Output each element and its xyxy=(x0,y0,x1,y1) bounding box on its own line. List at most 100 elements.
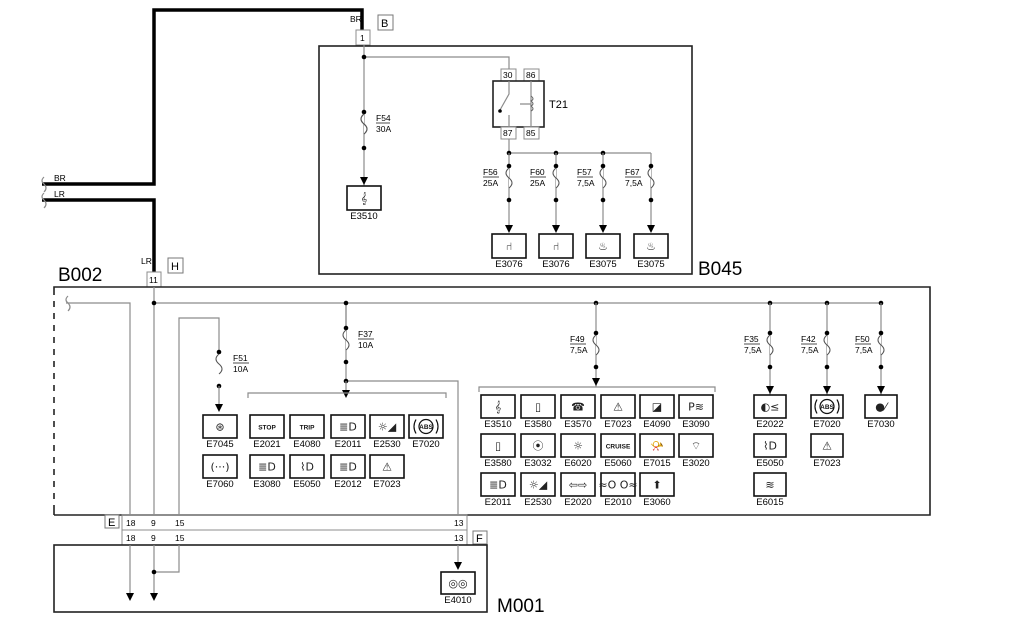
connector-strip xyxy=(121,514,468,531)
consumer-code: E2011 xyxy=(485,497,512,508)
consumer-e3075[interactable]: ♨E3075 xyxy=(633,233,669,270)
pin-85: 85 xyxy=(526,128,536,138)
fuse-rating: 7,5A xyxy=(801,345,819,355)
consumer-e2530[interactable]: ☼◢E2530 xyxy=(520,472,556,508)
pin-number: 13 xyxy=(454,518,464,528)
pin-box xyxy=(523,126,540,140)
consumer-e2010[interactable]: ≈O O≈E2010 xyxy=(598,472,638,508)
consumer-e2022[interactable]: ◐≤E2022 xyxy=(753,394,787,430)
consumer-box xyxy=(408,414,444,439)
headlight-low-beam-icon: ≣D xyxy=(339,461,357,474)
consumer-e6015[interactable]: ≋E6015 xyxy=(753,472,787,508)
consumer-e3580[interactable]: ▯E3580 xyxy=(480,433,516,469)
consumer-box xyxy=(600,472,636,497)
consumer-e7023[interactable]: ⚠E7023 xyxy=(810,433,844,469)
consumer-e6020[interactable]: ☼E6020 xyxy=(560,433,596,469)
seat-adjust-icon: ⑁ xyxy=(506,240,513,253)
consumer-e3090[interactable]: P≋E3090 xyxy=(678,394,714,430)
consumer-e4090[interactable]: ◪ E4090 xyxy=(639,394,675,430)
fuse-id: F37 xyxy=(358,329,373,339)
consumer-e7045[interactable]: ⊛E7045 xyxy=(202,414,238,450)
consumer-e7023[interactable]: ⚠E7023 xyxy=(600,394,636,430)
consumer-code: E5060 xyxy=(604,458,631,469)
consumer-e7060[interactable]: (···)E7060 xyxy=(202,454,238,490)
fuse-symbol xyxy=(552,167,560,189)
consumer-e3510[interactable]: 𝄞E3510 xyxy=(480,394,516,430)
sunroof-icon: ⬆ xyxy=(652,479,661,492)
consumer-e4010[interactable]: ◎◎E4010 xyxy=(440,571,476,606)
consumer-box xyxy=(480,394,516,419)
fuse-rating: 7,5A xyxy=(744,345,762,355)
pin-87: 87 xyxy=(503,128,513,138)
consumer-e7015[interactable]: 📯E7015 xyxy=(639,433,675,469)
junction xyxy=(824,364,830,370)
fuse-id: F56 xyxy=(483,167,498,177)
consumer-e3060[interactable]: ⬆E3060 xyxy=(639,472,675,508)
stability-control-icon: ⚠ xyxy=(613,401,623,414)
fuse-rating: 10A xyxy=(233,364,248,374)
consumer-e7023[interactable]: ⚠E7023 xyxy=(369,454,405,490)
consumer-e3510[interactable]: 𝄞E3510 xyxy=(346,185,382,222)
consumer-code: E5050 xyxy=(756,458,783,469)
consumer-code: E6020 xyxy=(564,458,591,469)
consumer-box xyxy=(864,394,898,419)
pin-number: 18 xyxy=(126,533,136,543)
consumer-box xyxy=(753,472,787,497)
group-bracket xyxy=(247,392,447,398)
consumer-code: E4090 xyxy=(643,419,670,430)
navigation-display-icon: ◪ xyxy=(652,401,662,414)
connector-e[interactable]: E 18 9 15 13 xyxy=(104,514,468,531)
seatbelt-warning-icon: ●⁄ xyxy=(875,401,889,414)
consumer-box xyxy=(753,433,787,458)
arrow-icon xyxy=(150,593,158,601)
consumer-e3032[interactable]: ⦿E3032 xyxy=(520,433,556,469)
consumer-e2020[interactable]: ⇦⇨E2020 xyxy=(560,472,596,508)
consumer-e3020[interactable]: ⌔E3020 xyxy=(678,433,714,469)
consumer-code: E7045 xyxy=(206,439,233,450)
consumer-e3580[interactable]: ▯E3580 xyxy=(520,394,556,430)
consumer-e2530[interactable]: ☼◢E2530 xyxy=(369,414,405,450)
connector-tag xyxy=(472,530,488,545)
consumer-code: E3076 xyxy=(542,259,569,270)
consumer-e7030[interactable]: ●⁄E7030 xyxy=(864,394,898,430)
harness-break-br xyxy=(41,176,47,193)
consumer-e3075[interactable]: ♨E3075 xyxy=(585,233,621,270)
consumer-box xyxy=(678,433,714,458)
stop-light-icon: STOP xyxy=(258,425,276,432)
fuse-f54[interactable]: F54 30A xyxy=(360,109,391,151)
fuse-symbol xyxy=(215,353,223,375)
consumer-e3076[interactable]: ⑁E3076 xyxy=(538,233,574,270)
relay-t21[interactable]: 30 86 87 85 T21 xyxy=(492,68,568,140)
parking-sensor-icon: P≋ xyxy=(688,401,704,414)
consumer-box xyxy=(810,433,844,458)
pin-number: 15 xyxy=(175,518,185,528)
connector-label: E xyxy=(108,517,115,529)
pin-number: 18 xyxy=(126,518,136,528)
consumer-e3570[interactable]: ☎E3570 xyxy=(560,394,596,430)
connector-f[interactable]: 18 9 15 13 F xyxy=(121,529,488,546)
wire-break xyxy=(65,295,71,312)
consumer-e3076[interactable]: ⑁E3076 xyxy=(491,233,527,270)
connector-b[interactable]: 1 B xyxy=(355,14,394,46)
